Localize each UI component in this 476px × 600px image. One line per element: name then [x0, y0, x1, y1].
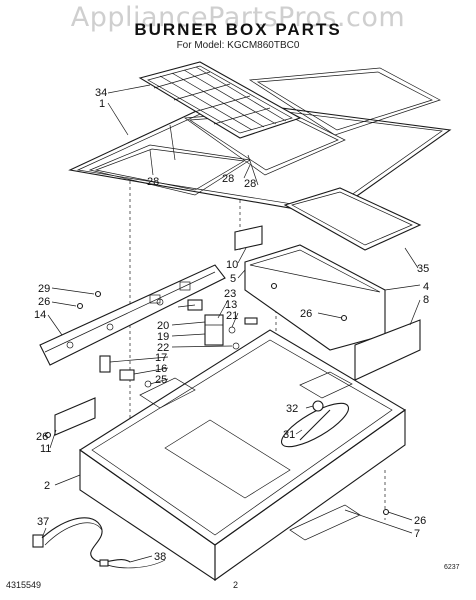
- callout-31: 31: [283, 429, 295, 441]
- part-burner-tube: [280, 400, 350, 448]
- screws: [44, 282, 390, 516]
- part-top-frame: [68, 67, 452, 216]
- callout-26: 26: [36, 431, 48, 443]
- model-subtitle: For Model: KGCM860TBC0: [176, 40, 300, 51]
- callout-38: 38: [154, 551, 166, 563]
- part-wire-harness: [32, 517, 166, 569]
- callout-21: 21: [226, 310, 238, 322]
- callout-2: 2: [44, 480, 50, 492]
- part-control-bracket: [39, 264, 226, 366]
- part-igniter: [99, 355, 152, 388]
- callout-17: 17: [155, 352, 167, 364]
- doc-number: 4315549: [6, 580, 42, 590]
- part-burner-box: [79, 329, 407, 582]
- callout-32: 32: [286, 403, 298, 415]
- part-small-bracket: [234, 225, 263, 251]
- callout-1: 1: [99, 98, 105, 110]
- callout-28: 28: [147, 176, 159, 188]
- callout-14: 14: [34, 309, 46, 321]
- callout-29: 29: [38, 283, 50, 295]
- callout-26: 26: [300, 308, 312, 320]
- leader-lines: [41, 84, 421, 563]
- callout-10: 10: [226, 259, 238, 271]
- callout-16: 16: [155, 363, 167, 375]
- callout-28: 28: [222, 173, 234, 185]
- page-title: BURNER BOX PARTS: [134, 20, 342, 39]
- callout-37: 37: [37, 516, 49, 528]
- callout-19: 19: [157, 331, 169, 343]
- callout-20: 20: [157, 320, 169, 332]
- diagram-code: 6237: [444, 564, 460, 571]
- callout-34: 34: [95, 87, 107, 99]
- part-side-panel: [354, 319, 421, 381]
- callout-23: 23: [224, 288, 236, 300]
- part-grille: [138, 61, 302, 139]
- callout-26: 26: [414, 515, 426, 527]
- part-bottom-bracket: [54, 397, 96, 436]
- callout-25: 25: [155, 374, 167, 386]
- watermark: AppliancePartsPros.com: [70, 2, 406, 33]
- callout-26: 26: [38, 296, 50, 308]
- callout-28: 28: [244, 178, 256, 190]
- callout-7: 7: [414, 528, 420, 540]
- callout-13: 13: [225, 299, 237, 311]
- page-number: 2: [233, 580, 239, 590]
- callout-11: 11: [40, 443, 51, 455]
- part-valve-assembly: [187, 299, 258, 350]
- callout-35: 35: [417, 263, 429, 275]
- callout-5: 5: [230, 273, 236, 285]
- part-drip-tray: [283, 187, 422, 251]
- callout-4: 4: [423, 281, 429, 293]
- callout-8: 8: [423, 294, 429, 306]
- callout-22: 22: [157, 342, 169, 354]
